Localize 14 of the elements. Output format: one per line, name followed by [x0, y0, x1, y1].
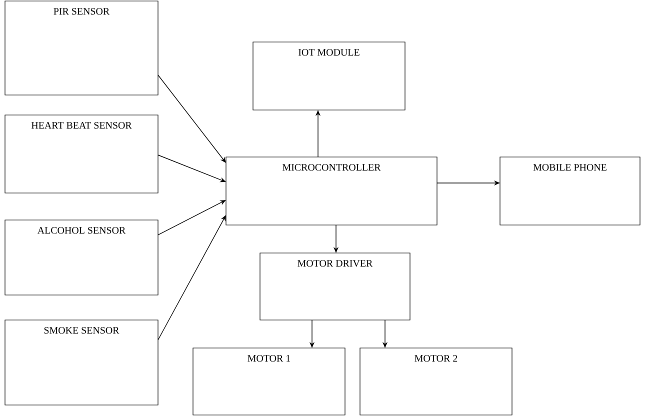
block-box: IOT MODULE: [252, 42, 406, 110]
block-box: MICROCONTROLLER: [226, 156, 438, 226]
block-box: MOTOR 2: [360, 348, 512, 416]
arrow: [158, 215, 226, 340]
block-box: PIR SENSOR: [4, 0, 158, 96]
block-box: ALCOHOL SENSOR: [4, 220, 158, 296]
block-box: MOBILE PHONE: [500, 156, 640, 226]
arrow: [158, 154, 226, 182]
block-box: MOTOR 1: [192, 348, 346, 416]
arrow: [158, 74, 226, 163]
block-box: MOTOR DRIVER: [260, 252, 410, 320]
block-box: SMOKE SENSOR: [4, 320, 158, 406]
arrow: [158, 200, 226, 236]
block-box: HEART BEAT SENSOR: [4, 114, 158, 194]
